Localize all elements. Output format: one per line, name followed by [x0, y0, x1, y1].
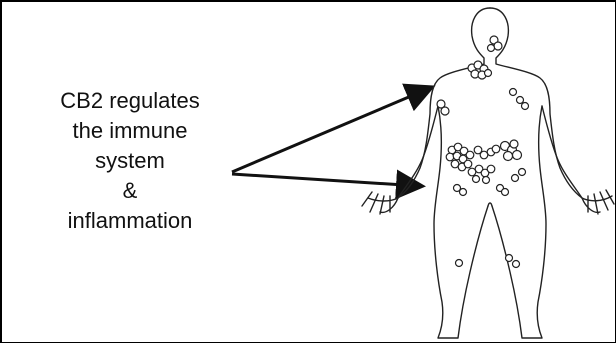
- arrow-to-hip: [232, 174, 420, 186]
- arrow-to-shoulder: [232, 88, 430, 172]
- receptor-markers: [437, 36, 529, 268]
